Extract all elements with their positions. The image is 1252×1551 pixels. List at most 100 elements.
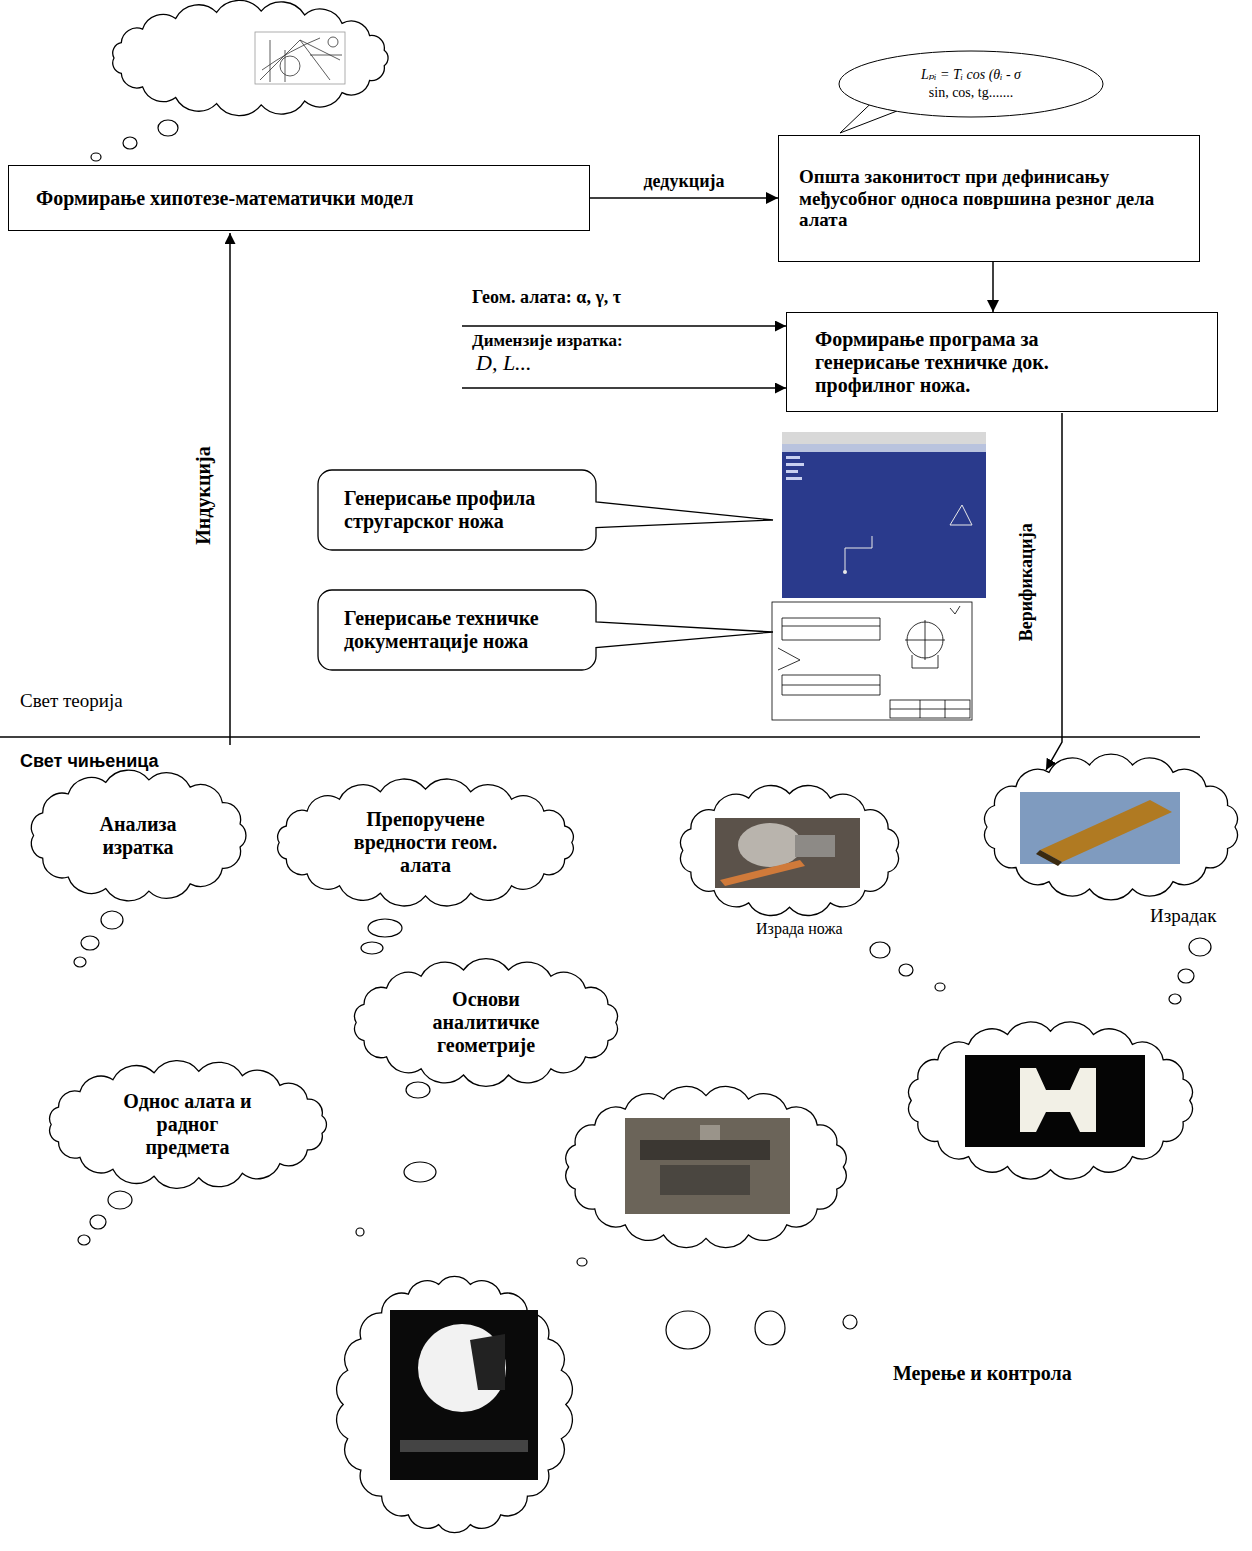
thought-bubble-part: [935, 983, 945, 991]
formula-bubble: Lₚᵢ = Tᵢ cos (θᵢ - σ sin, cos, tg.......: [838, 50, 1104, 118]
induction-arrow: [229, 233, 231, 745]
flow-arrow: [590, 197, 778, 199]
thought-bubble-part: [870, 942, 890, 958]
thought-bubble-part: [368, 919, 402, 937]
node-text: Општа законитост при дефинисању међусобн…: [799, 166, 1179, 232]
cloud-outline: [31, 770, 246, 901]
technical-drawing-part: [782, 618, 880, 640]
technical-drawing-part: [782, 685, 880, 686]
callout-box: Генерисање профила стругарског ножа: [318, 470, 596, 550]
technical-drawing-part: [905, 620, 945, 660]
node-text: Генерисање профила стругарског ножа: [344, 487, 570, 533]
cloud-outline: [355, 959, 618, 1087]
thought-bubble-part: [404, 1162, 436, 1182]
cad-screenshot: [782, 432, 986, 598]
callout-box: Генерисање техничке документације ножа: [318, 590, 596, 670]
thought-bubble-part: [666, 1311, 710, 1349]
cad-screenshot-part: [845, 536, 872, 572]
node-text: Однос алата и радног предмета: [113, 1090, 263, 1159]
program-box: Формирање програма за генерисање техничк…: [786, 312, 1218, 412]
thought-cloud-part: [337, 1276, 573, 1532]
photo-projector-part: [470, 1334, 505, 1390]
verification-arrow: [1046, 413, 1062, 770]
cad-screenshot-part: [786, 456, 800, 459]
photo-grinding: [715, 818, 860, 888]
text-label: Димензије изратка:: [472, 331, 623, 351]
technical-drawing-part: [782, 626, 880, 627]
technical-drawing-part: [912, 655, 938, 668]
cad-screenshot-part: [782, 432, 986, 598]
photo-lathe-part: [700, 1125, 720, 1140]
thought-bubble-part: [361, 942, 383, 954]
photo-grinding-part: [715, 818, 860, 888]
node-text: Генерисање техничке документације ножа: [344, 607, 570, 653]
thought-cloud-part: [566, 1086, 847, 1247]
thought-cloud: Однос алата и радног предмета: [40, 1060, 335, 1189]
thought-bubble-part: [1189, 938, 1211, 956]
cloud-outline: [278, 779, 574, 906]
thought-bubble-part: [406, 1082, 430, 1098]
node-text: Формирање хипотезе-математички модел: [36, 187, 413, 210]
thought-bubble-part: [356, 1228, 364, 1236]
cad-screenshot-part: [843, 570, 847, 574]
photo-lathe-part: [640, 1140, 770, 1160]
thought-cloud: Основи аналитичке геометрије: [345, 958, 627, 1087]
node-text: Препоручене вредности геом. алата: [331, 808, 521, 877]
callout-outline: [318, 470, 773, 550]
technical-drawing-part: [782, 675, 880, 695]
text-label: Израда ножа: [756, 920, 843, 938]
thought-cloud: Анализа изратка: [22, 768, 254, 903]
photo-grinding-part: [720, 860, 805, 886]
input-arrow: [462, 325, 786, 326]
thought-cloud-part: [680, 786, 898, 916]
thought-bubble-part: [81, 936, 99, 950]
thought-bubble-part: [158, 120, 178, 136]
photo-lathe-part: [625, 1118, 790, 1214]
technical-drawing: [772, 602, 972, 720]
cad-screenshot-part: [786, 463, 804, 466]
node-text: Формирање програма за генерисање техничк…: [815, 328, 1115, 397]
geometry-sketch-part: [280, 56, 300, 76]
technical-drawing-part: [778, 648, 800, 670]
thought-bubble-part: [577, 1258, 587, 1266]
thought-bubble-part: [123, 137, 137, 149]
photo-tool-part: [1036, 850, 1062, 866]
text-label: Мерење и контрола: [893, 1362, 1072, 1385]
cad-screenshot-part: [782, 444, 986, 452]
cad-screenshot-part: [950, 505, 972, 525]
text-label: Свет теорија: [20, 690, 123, 712]
photo-lathe-part: [660, 1165, 750, 1195]
thought-bubble-part: [755, 1311, 785, 1345]
text-label: Свет чињеница: [20, 751, 159, 772]
thought-cloud-part: [113, 0, 388, 115]
thought-bubble-part: [1178, 969, 1194, 983]
vertical-label: Индукција: [192, 446, 215, 544]
thought-bubble-part: [899, 964, 913, 976]
thought-cloud-part: [985, 754, 1238, 900]
vertical-label: Верификација: [1016, 523, 1037, 641]
geometry-sketch-part: [270, 40, 285, 82]
photo-workpiece-part: [965, 1055, 1145, 1147]
photo-grinding-part: [795, 835, 835, 857]
world-divider: [0, 736, 1200, 738]
hypothesis-box: Формирање хипотезе-математички модел: [8, 165, 590, 231]
photo-lathe: [625, 1118, 790, 1214]
text-label: D, L...: [476, 350, 532, 375]
geometry-sketch-part: [328, 37, 338, 47]
node-text: sin, cos, tg.......: [929, 85, 1013, 101]
node-text: Lₚᵢ = Tᵢ cos (θᵢ - σ: [921, 67, 1021, 83]
law-box: Општа законитост при дефинисању међусобн…: [778, 135, 1200, 262]
thought-cloud-part: [909, 1022, 1193, 1179]
text-label: Геом. алата: α, γ, τ: [472, 287, 621, 308]
photo-projector-part: [418, 1324, 506, 1412]
thought-bubble-part: [101, 911, 123, 929]
photo-workpiece: [965, 1055, 1145, 1147]
cad-screenshot-part: [786, 470, 798, 473]
node-text: Анализа изратка: [63, 813, 213, 859]
photo-workpiece-part: [1020, 1068, 1096, 1132]
technical-drawing-part: [950, 606, 960, 614]
photo-tool-part: [1040, 800, 1172, 862]
geometry-sketch-part: [255, 32, 345, 84]
